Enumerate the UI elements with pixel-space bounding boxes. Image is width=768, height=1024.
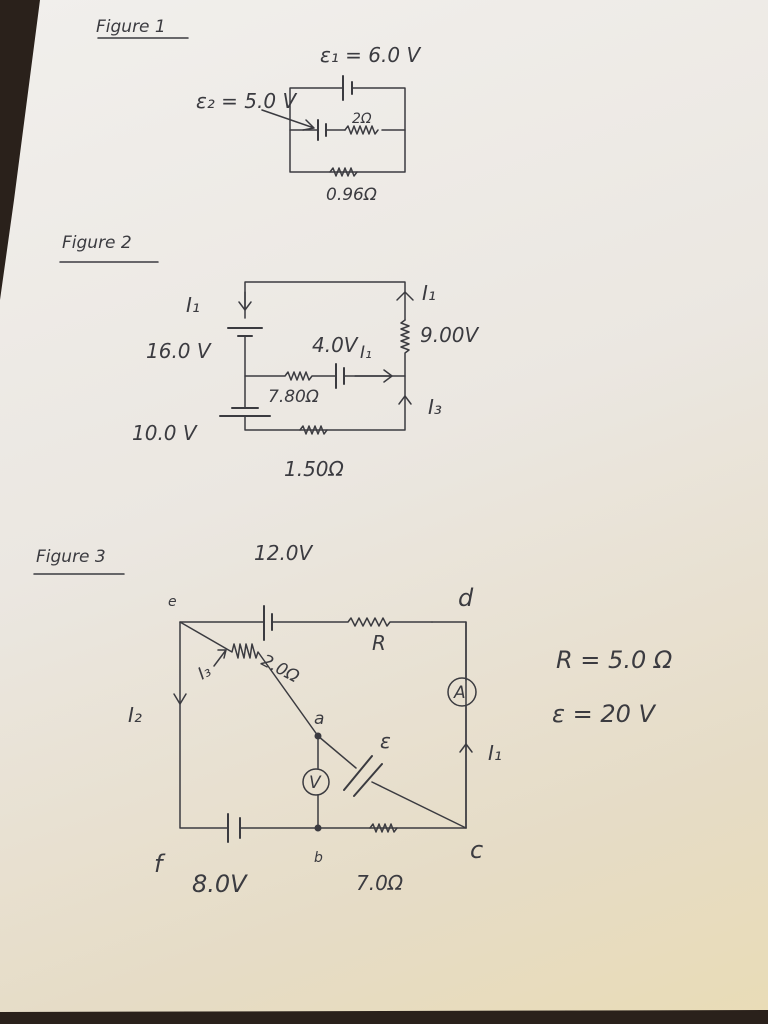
i2-arrow [173, 693, 187, 705]
node-a: a [314, 709, 324, 729]
emf1-label: ε₁ = 6.0 V [320, 43, 421, 67]
r-label: R [372, 631, 386, 655]
capacitor-plate-2 [353, 763, 383, 797]
given-emf-value: ε = 20 V [552, 700, 657, 728]
r150-label: 1.50Ω [284, 457, 345, 481]
voltmeter [302, 768, 330, 796]
r780-label: 7.80Ω [268, 387, 319, 407]
node-f: f [154, 850, 166, 878]
figure-3: Figure 3 12.0V e d R A I₁ 2.0Ω I₃ a ε [33, 541, 673, 898]
i3-arrow-fig3 [213, 649, 227, 667]
i3-label: I₃ [428, 395, 442, 419]
v9-label: 9.00V [420, 323, 480, 347]
figure-2-top-wire [244, 281, 406, 321]
resistor-7-ohm [369, 823, 398, 833]
resistor-2-ohm [344, 125, 379, 135]
i3-arrow [398, 395, 412, 405]
node-b-dot [314, 824, 322, 832]
v10-label: 10.0 V [132, 421, 198, 445]
i-middle-label: I₁ [360, 343, 372, 363]
figure-1-outer-loop [289, 87, 406, 173]
emf-label: ε [380, 729, 391, 753]
resistor-R [271, 617, 433, 627]
v8-label: 8.0V [192, 870, 248, 898]
figure-3-title: Figure 3 [36, 547, 106, 567]
voltmeter-label: V [309, 773, 322, 793]
node-c: c [470, 836, 483, 864]
ammeter-label: A [453, 683, 466, 703]
i1-arrow [459, 743, 473, 753]
i1-label: I₁ [488, 741, 502, 765]
i2-label: I₂ [128, 703, 142, 727]
r-bottom-label: 0.96Ω [326, 185, 377, 205]
resistor-0-96-ohm [329, 167, 358, 177]
v4-label: 4.0V [312, 333, 359, 357]
node-d: d [458, 584, 474, 612]
v12-label: 12.0V [254, 541, 314, 565]
i1-left-label: I₁ [186, 293, 200, 317]
node-e: e [168, 594, 177, 610]
r-top-label: 2Ω [352, 111, 372, 127]
i1-right-label: I₁ [422, 281, 436, 305]
capacitor-plate-1 [343, 755, 373, 791]
r7-label: 7.0Ω [356, 871, 404, 895]
figure-2-title: Figure 2 [62, 233, 132, 253]
figure-2-bottom-branch [244, 415, 328, 435]
resistor-9v-branch [299, 319, 410, 431]
given-r-value: R = 5.0 Ω [556, 646, 673, 674]
i3-label-fig3: I₃ [195, 661, 215, 684]
i1-left-arrow [238, 291, 252, 311]
figure-3-diagonal-a-c [317, 735, 467, 829]
i1-right-arrow [396, 291, 414, 301]
v16-label: 16.0 V [146, 339, 212, 363]
emf2-pointer-arrow [261, 109, 315, 131]
i-middle-arrow [354, 369, 393, 383]
emf2-label: ε₂ = 5.0 V [196, 89, 297, 113]
node-b: b [314, 850, 323, 866]
ammeter [447, 677, 477, 707]
figure-1-title: Figure 1 [96, 17, 166, 37]
figure-1: Figure 1 ε₁ = 6.0 V ε₂ = 5.0 V 2Ω 0.96Ω [96, 17, 421, 205]
figure-2: Figure 2 I₁ 16.0 V 9.00V I₁ 4.0V I₁ 7.80… [59, 233, 480, 481]
resistor-2-ohm-diagonal [179, 621, 319, 737]
